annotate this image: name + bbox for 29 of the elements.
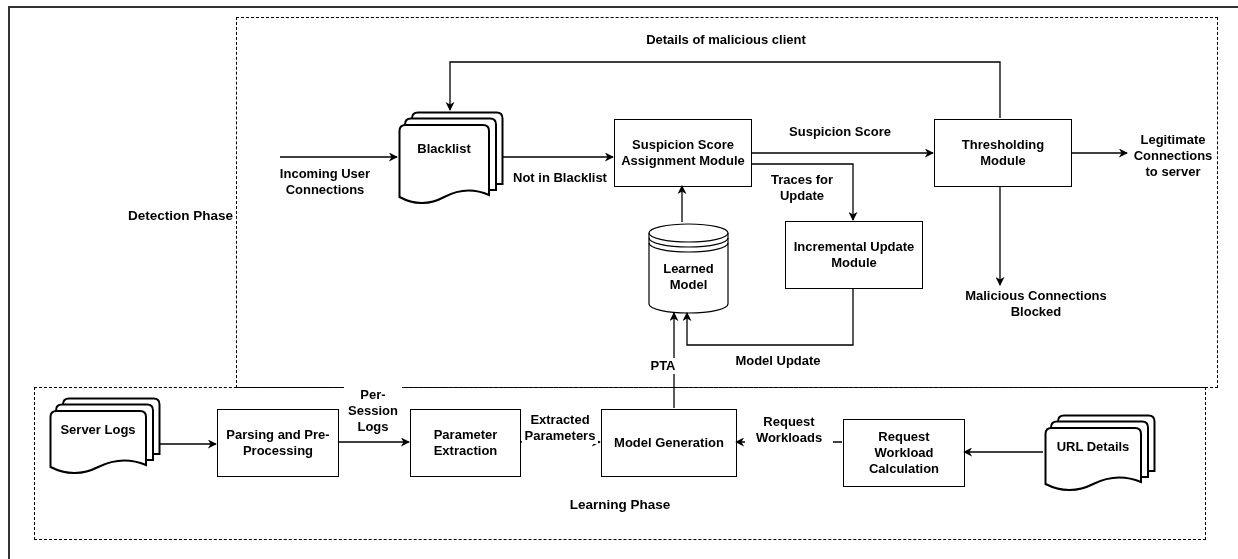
process-box: Incremental Update Module [785,221,923,289]
arrow [279,152,398,162]
output-label: Malicious Connections Blocked [953,286,1119,322]
edge-label: Request Workloads [745,414,833,446]
edge-label: PTA [648,358,678,374]
arrow [159,439,217,449]
database-cylinder: Learned Model [648,223,729,314]
output-label: Legitimate Connections to server [1128,131,1218,181]
process-box: Thresholding Module [934,119,1072,187]
edge-label: Extracted Parameters [522,412,598,444]
phase-label: Detection Phase [126,207,233,225]
arrow [750,163,858,221]
phase-label: Learning Phase [568,495,672,514]
process-box: Request Workload Calculation [843,419,965,487]
arrow [337,437,410,447]
process-box: Suspicion Score Assignment Module [614,119,752,187]
arrow [502,152,614,162]
input-label: Incoming User Connections [263,163,387,201]
arrow [963,447,1044,457]
edge-label: Per-Session Logs [344,387,402,435]
process-box: Parsing and Pre-Processing [217,409,339,477]
arrow [995,185,1005,286]
arrow [677,185,687,223]
arrow [445,61,1001,119]
arrow [1070,148,1128,158]
process-box: Model Generation [601,409,737,477]
arrow [750,148,934,158]
arrow [682,287,854,346]
process-box: Parameter Extraction [410,409,521,477]
